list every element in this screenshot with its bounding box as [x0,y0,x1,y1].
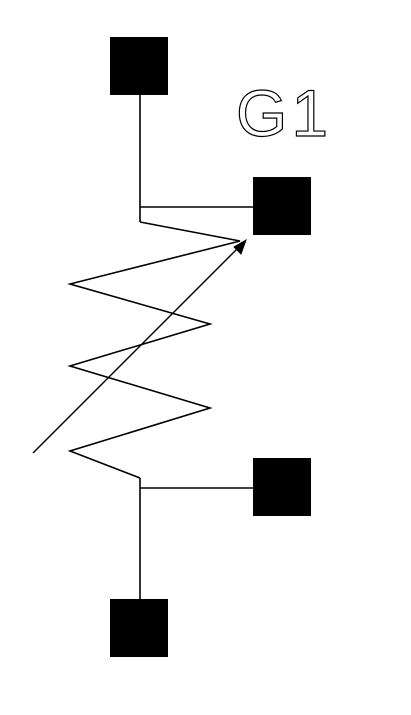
adjustment-arrow-line [32,241,245,454]
terminal-pad-upper-tap[interactable] [253,177,311,235]
terminal-pad-lower-tap[interactable] [253,458,311,516]
reference-label: G1 [236,76,332,150]
resistor-zigzag [66,221,241,479]
adjustment-arrow-head [233,238,247,255]
terminal-pad-top[interactable] [110,37,168,95]
terminal-pad-bottom[interactable] [110,599,168,657]
